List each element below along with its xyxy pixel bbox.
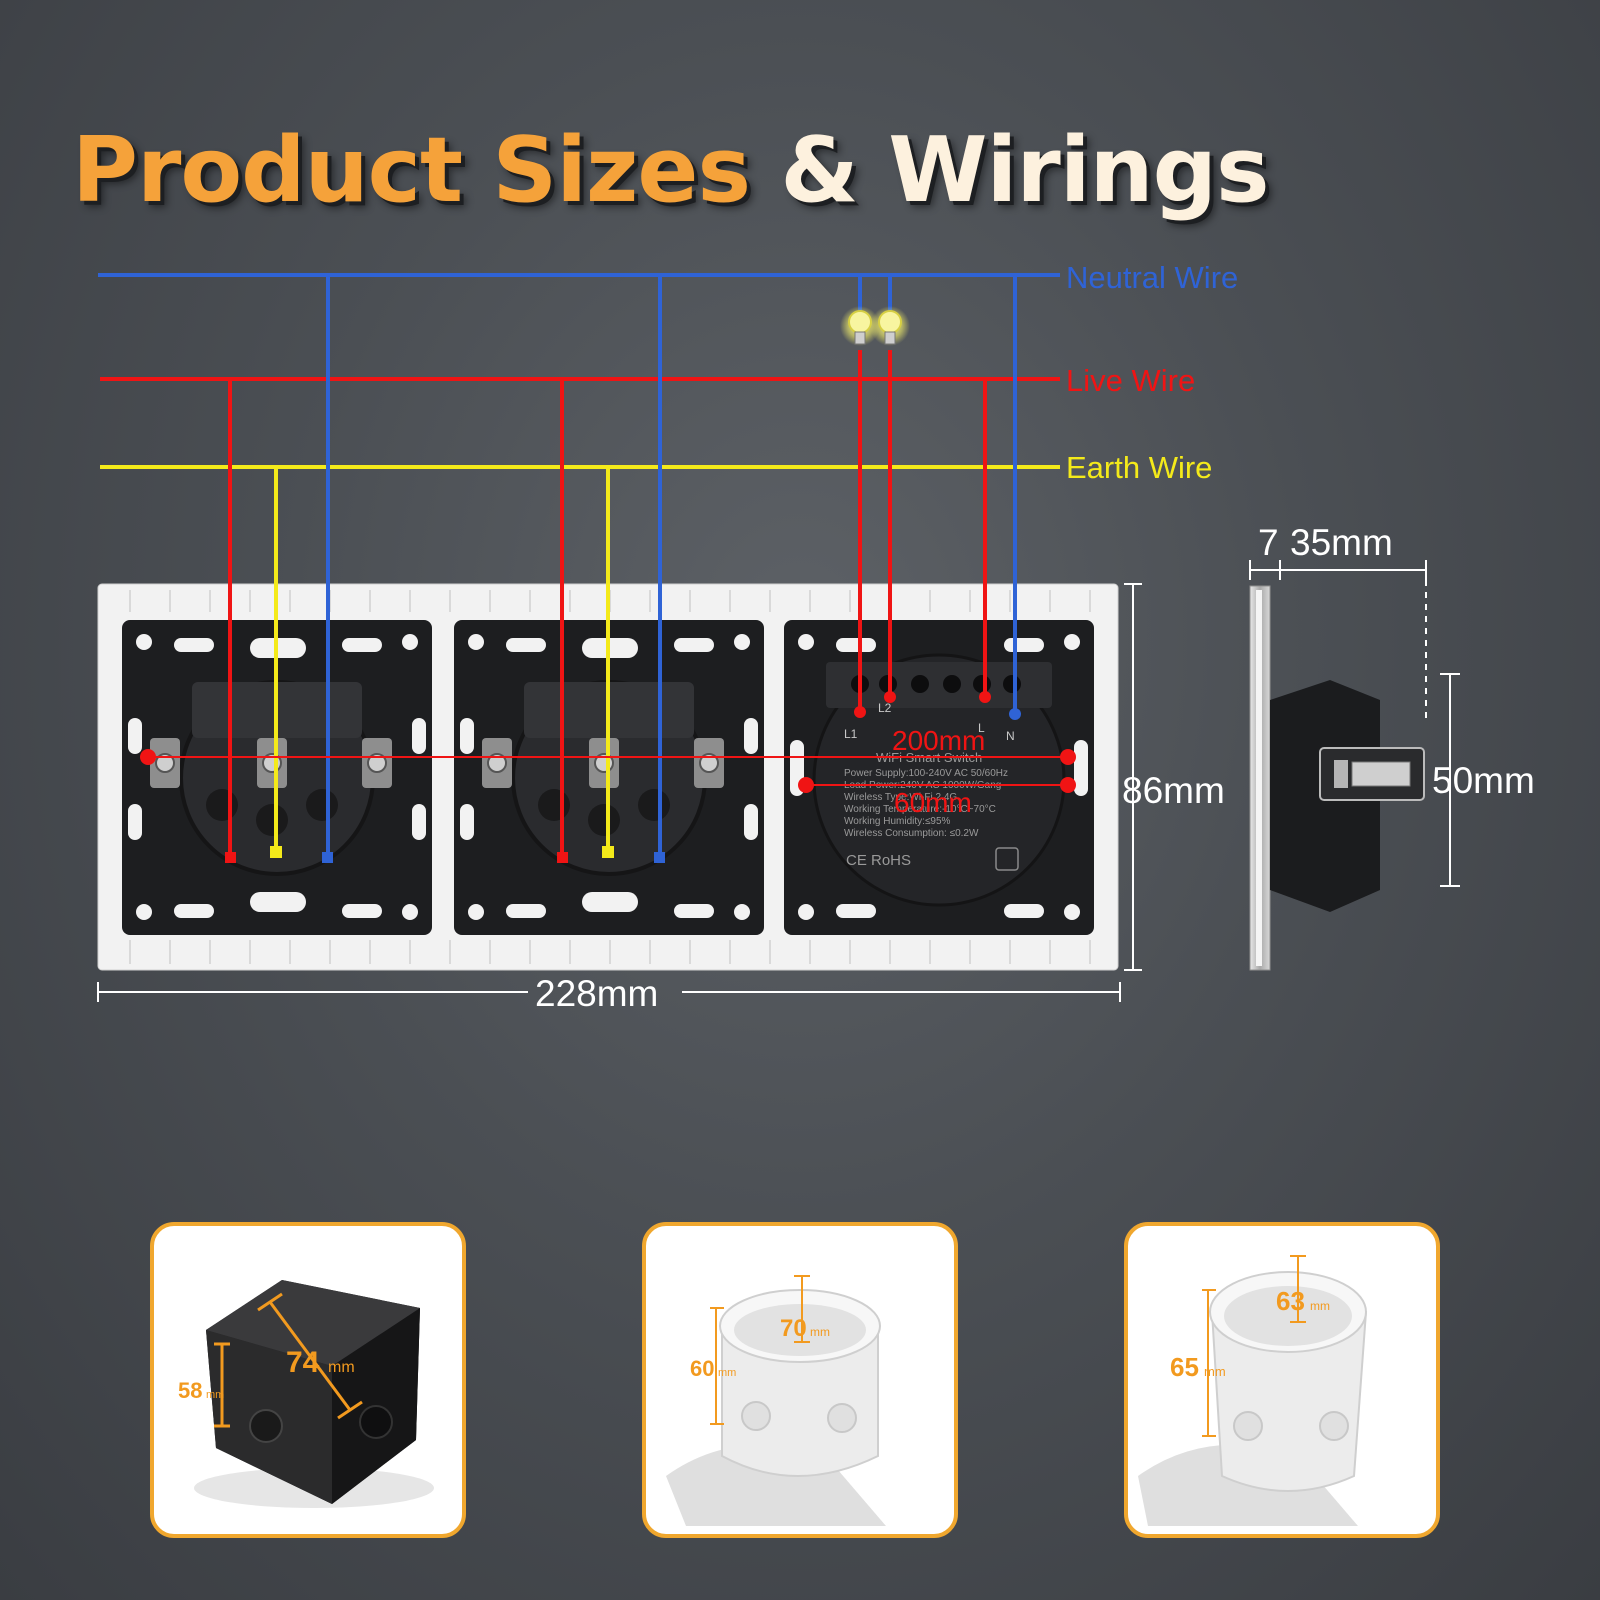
- side-view: [1249, 585, 1425, 971]
- spec-line-6: Wireless Consumption: ≤0.2W: [844, 828, 979, 839]
- drop-wires: [228, 275, 1017, 858]
- earth-wire-label: Earth Wire: [1066, 450, 1212, 485]
- box-2-unit-b: mm: [718, 1367, 736, 1379]
- box-2-unit-a: mm: [810, 1325, 830, 1339]
- hole-spacing-indicator: [140, 749, 1076, 793]
- mounting-box-card-round-60: 70 mm 60 mm: [642, 1222, 958, 1538]
- hole-spacing-inner-label: 60mm: [894, 787, 972, 818]
- body-height-dimension: 50mm: [1432, 760, 1535, 801]
- box-3-unit-b: mm: [1204, 1364, 1226, 1379]
- thickness-dimension-line: [1249, 560, 1427, 720]
- terminal-label-l1: L1: [844, 727, 858, 741]
- title-part-orange: Product Sizes: [72, 118, 781, 223]
- box-2-dim-a: 70: [780, 1315, 807, 1342]
- page-title: Product Sizes & Wirings: [72, 118, 1270, 223]
- neutral-wire-label: Neutral Wire: [1066, 260, 1238, 295]
- spec-line-3: Wireless Type:Wi-Fi 2.4G: [844, 792, 957, 803]
- hole-spacing-label: 200mm: [892, 725, 985, 756]
- box-3-dim-a: 63: [1276, 1286, 1305, 1316]
- terminal-label-n: N: [1006, 729, 1015, 743]
- box-1-unit-b: mm: [206, 1389, 224, 1401]
- switch-module: L1 L2 L N WiFi Smart Switch Power Supply…: [784, 620, 1094, 935]
- mounting-box-card-round-65: 63 mm 65 mm: [1124, 1222, 1440, 1538]
- box-3-dim-b: 65: [1170, 1352, 1199, 1382]
- height-dimension-line: [1124, 583, 1142, 971]
- box-1-dim-a: 74: [286, 1346, 320, 1379]
- width-dimension: 228mm: [535, 973, 658, 1014]
- terminal-label-l2: L2: [878, 701, 892, 715]
- title-part-white: & Wirings: [780, 118, 1269, 223]
- mounting-box-card-square: 74 mm 58 mm: [150, 1222, 466, 1538]
- light-bulb-icon: [840, 306, 880, 346]
- bus-wires: [98, 273, 1060, 469]
- spec-line-1: Power Supply:100-240V AC 50/60Hz: [844, 768, 1008, 779]
- certification-marks: CE RoHS: [846, 852, 911, 869]
- wire-terminals: [225, 691, 1021, 863]
- body-height-dimension-line: [1440, 673, 1460, 887]
- box-1-dim-b: 58: [178, 1378, 202, 1403]
- spec-line-4: Working Temperature:-10°C~70°C: [844, 804, 996, 815]
- box-2-dim-b: 60: [690, 1356, 714, 1381]
- box-1-unit-a: mm: [328, 1359, 355, 1376]
- panel-ribs: [129, 590, 1091, 964]
- body-depth-dimension: 35mm: [1290, 522, 1393, 563]
- square-box-icon: 74 mm 58 mm: [178, 1280, 434, 1508]
- round-box-icon: 63 mm 65 mm: [1138, 1255, 1368, 1526]
- panel-thickness-dimension: 7: [1258, 522, 1279, 563]
- height-dimension: 86mm: [1122, 770, 1225, 811]
- live-wire-label: Live Wire: [1066, 363, 1195, 398]
- round-box-icon: 70 mm 60 mm: [666, 1275, 886, 1526]
- wifi-icon: [995, 847, 1019, 871]
- spec-line-5: Working Humidity:≤95%: [844, 816, 951, 827]
- light-bulb-icon: [870, 306, 910, 346]
- width-dimension-line: [97, 982, 1121, 1002]
- box-3-unit-a: mm: [1310, 1299, 1330, 1313]
- terminal-label-l: L: [978, 721, 985, 735]
